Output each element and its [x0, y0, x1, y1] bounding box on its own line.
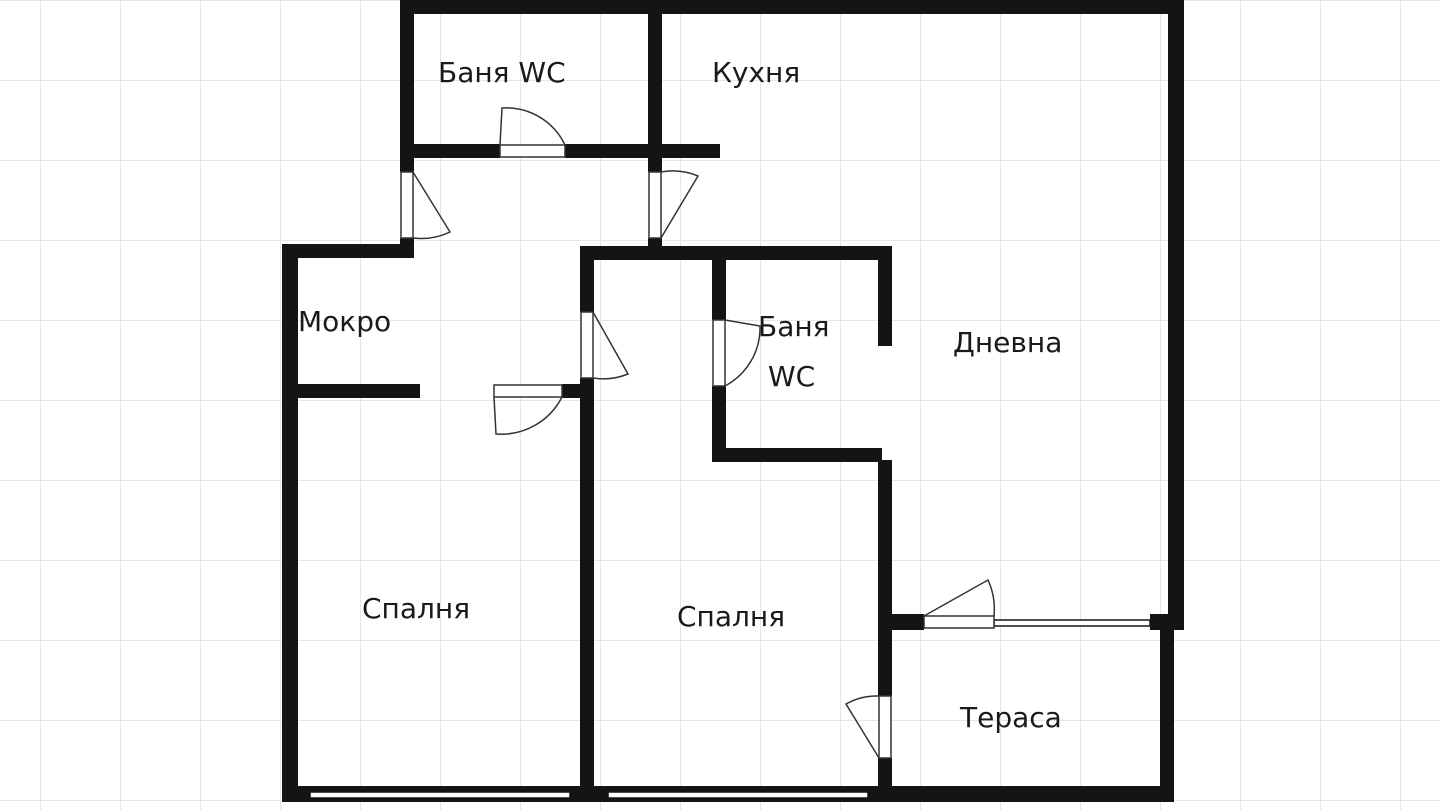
door-swing-terrace [923, 578, 996, 617]
wall-bedroom-right-a [878, 246, 892, 346]
wall-bath-top-bottom-a [400, 144, 500, 158]
room-label-bedroom-left: Спалня [362, 592, 470, 625]
wall-terrace-top-b [1150, 614, 1184, 630]
wall-bedroom-right-b [878, 460, 892, 696]
window-terrace [993, 619, 1151, 627]
door-swing-bedroom-left [493, 396, 563, 435]
door-swing-corridor-left [412, 171, 452, 240]
wall-bedroom-top [580, 246, 892, 260]
door-corridor-left[interactable] [400, 171, 414, 239]
room-label-kitchen: Кухня [712, 56, 800, 89]
door-swing-bath-top [499, 107, 566, 146]
door-inner-bath[interactable] [712, 319, 726, 387]
door-bedroom-terrace[interactable] [878, 695, 892, 759]
room-label-bedroom-center: Спалня [677, 600, 785, 633]
room-label-bath-top: Баня WC [438, 56, 566, 89]
wall-bath-top-left [400, 0, 414, 172]
door-bath-top[interactable] [499, 144, 566, 158]
door-swing-bedroom-center [592, 311, 630, 380]
wall-bedroom-left-b [580, 378, 594, 802]
door-swing-bedroom-terrace [844, 695, 880, 759]
wall-bath-top-bottom-b [565, 144, 720, 158]
wall-bath-top-right [648, 0, 662, 172]
room-label-bath-mid-1: Баня [758, 310, 830, 343]
door-bedroom-left[interactable] [493, 384, 563, 398]
wall-left [282, 244, 298, 802]
door-bedroom-center[interactable] [580, 311, 594, 379]
door-kitchen[interactable] [648, 171, 662, 239]
room-label-living: Дневна [953, 326, 1062, 359]
wall-top [400, 0, 1184, 14]
room-label-terrace: Тераса [959, 701, 1062, 734]
wall-right-terrace [1160, 618, 1174, 802]
door-swing-inner-bath [724, 319, 761, 387]
wall-inner-bath-bottom [712, 448, 882, 462]
wall-mokro-bottom-a [282, 384, 420, 398]
door-swing-kitchen [660, 170, 700, 239]
room-labels: Баня WC Кухня Мокро Баня WC Дневна Спалн… [298, 56, 1062, 734]
wall-bedroom-left-a [580, 246, 594, 312]
door-terrace[interactable] [923, 615, 995, 629]
walls [282, 0, 1184, 802]
room-label-wet: Мокро [298, 305, 391, 338]
wall-inner-bath-left-a [712, 258, 726, 320]
window-bedroom-center [607, 791, 869, 799]
wall-right [1168, 0, 1184, 630]
wall-inner-bath-left-b [712, 386, 726, 462]
window-bedroom-left [309, 791, 571, 799]
doors [400, 107, 996, 759]
wall-mokro-top [282, 244, 412, 258]
room-label-bath-mid-2: WC [768, 360, 815, 393]
wall-terrace-top-a [884, 614, 924, 630]
